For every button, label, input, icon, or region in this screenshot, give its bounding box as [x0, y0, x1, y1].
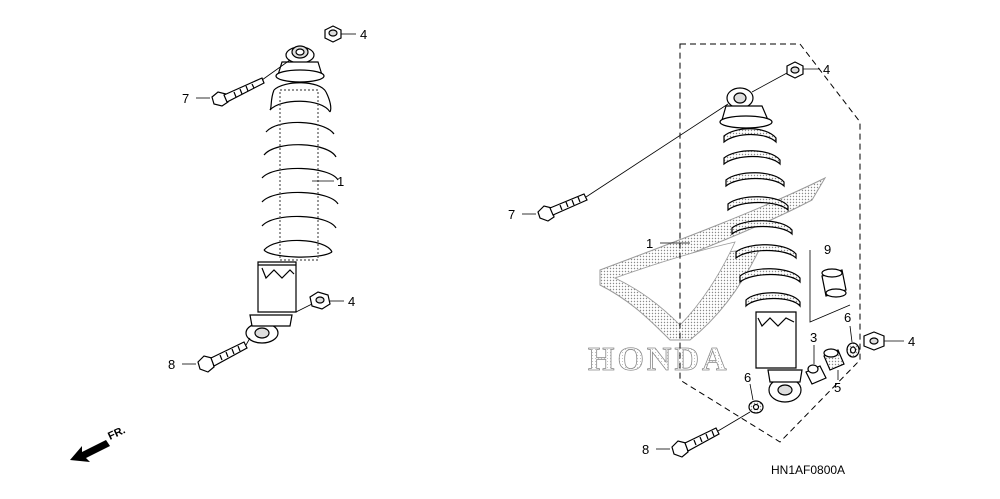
right-bolt-upper: [537, 193, 588, 222]
right-spring: [723, 128, 801, 308]
callout-4-left-top: 4: [360, 27, 367, 42]
left-bolt-upper: [211, 77, 265, 107]
callout-7-left: 7: [182, 91, 189, 106]
assembly-boundary: [679, 43, 861, 443]
bushing-3: [805, 364, 827, 385]
left-nut-top: [324, 25, 342, 43]
callout-4-right-top: 4: [823, 62, 830, 77]
callout-8-left: 8: [168, 357, 175, 372]
callout-8-right: 8: [642, 442, 649, 457]
washer-6-lower: [748, 400, 764, 414]
callout-7-right: 7: [508, 207, 515, 222]
callout-4-right-side: 4: [908, 334, 915, 349]
right-nut-top: [786, 61, 804, 79]
collar-5: [823, 348, 845, 371]
callout-5: 5: [834, 380, 841, 395]
callout-1-right: 1: [646, 236, 653, 251]
honda-watermark-text: HONDA: [588, 341, 730, 378]
diagram-code: HN1AF0800A: [771, 463, 845, 477]
right-nut-side: [863, 331, 885, 351]
left-bolt-lower: [197, 341, 248, 373]
callout-6-lower: 6: [744, 370, 751, 385]
bushing-9: [809, 250, 851, 323]
callout-3: 3: [810, 330, 817, 345]
callout-9: 9: [824, 242, 831, 257]
callout-4-left-bottom: 4: [348, 294, 355, 309]
washer-6-upper: [846, 342, 860, 358]
front-direction-arrow: FR.: [70, 424, 127, 462]
fr-label: FR.: [106, 424, 127, 442]
left-spring: [261, 82, 339, 258]
honda-wing-watermark: HONDA: [588, 176, 827, 378]
left-shock-absorber: [245, 45, 339, 344]
right-bolt-lower: [671, 427, 720, 458]
callout-6-upper: 6: [844, 310, 851, 325]
right-shock-absorber: [719, 87, 803, 403]
left-nut-bottom: [309, 291, 331, 310]
callout-1-left: 1: [337, 174, 344, 189]
